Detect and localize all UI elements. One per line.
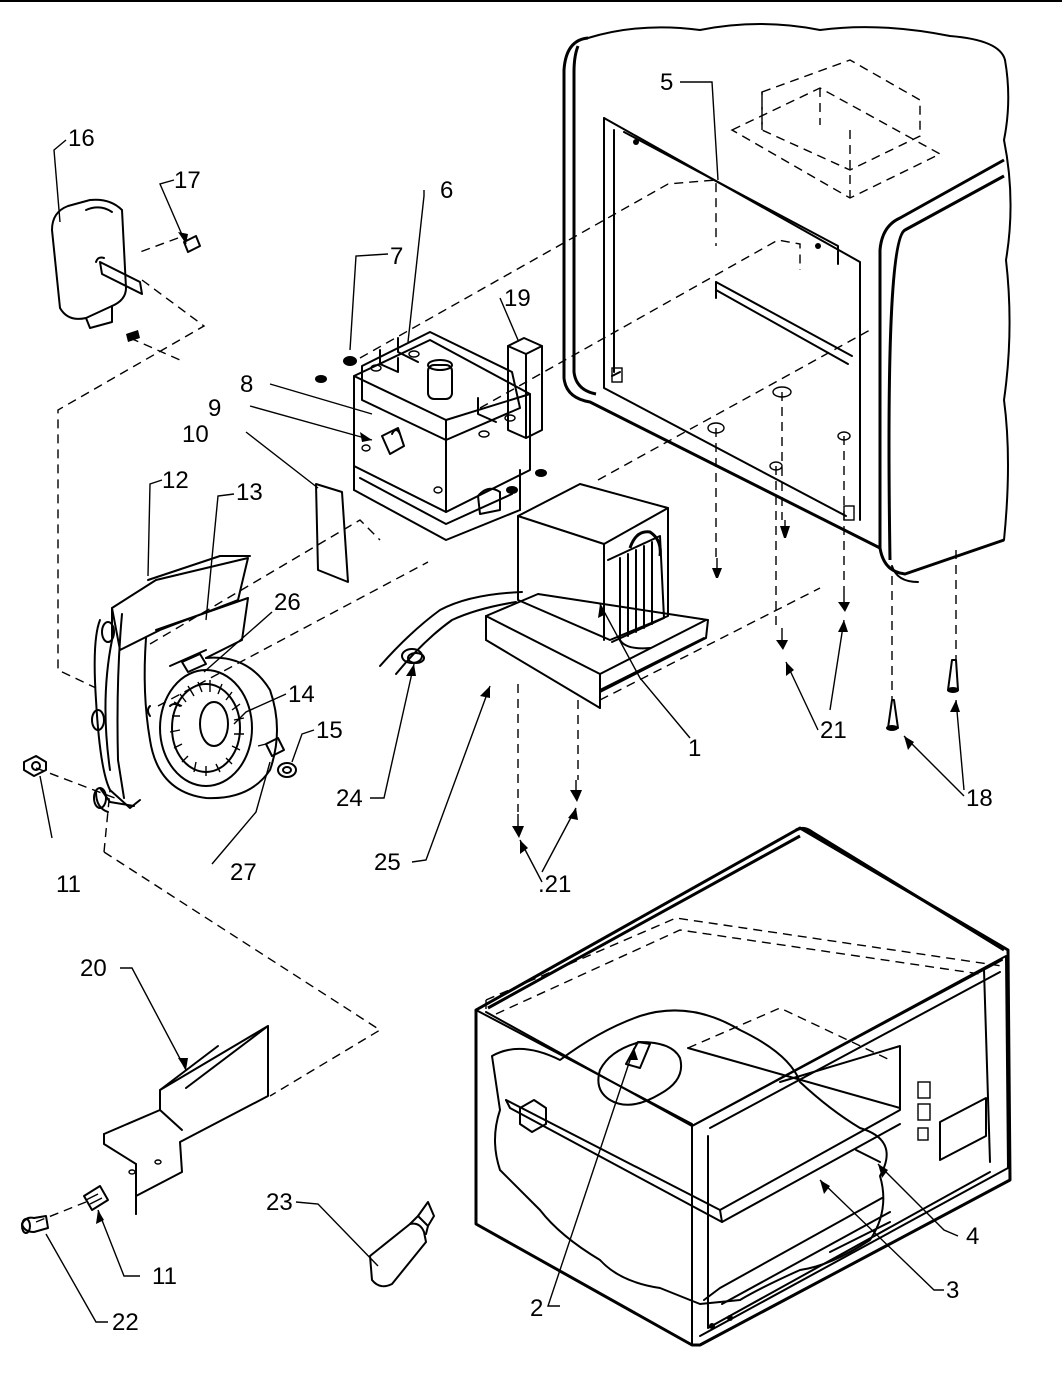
transformer-bracket [485, 593, 709, 709]
blower-fan-housing [91, 555, 278, 813]
callout-17: 17 [174, 167, 201, 194]
callout-labels: 1 2 3 4 5 6 7 8 9 10 11 11 12 13 14 15 1… [56, 69, 993, 1336]
callout-6: 6 [440, 177, 453, 204]
callout-11-air-guide: 11 [152, 1263, 177, 1290]
top-border-line [0, 0, 1062, 2]
insulation-sheet [315, 483, 349, 583]
callout-21-center: .21 [538, 871, 571, 898]
air-guide [103, 1025, 269, 1215]
fan-motor-screws [126, 235, 201, 342]
callout-9: 9 [208, 395, 221, 422]
callout-21-right: 21 [820, 717, 847, 744]
callout-8: 8 [240, 371, 253, 398]
callout-25: 25 [374, 849, 401, 876]
callout-10: 10 [182, 421, 209, 448]
callout-20: 20 [80, 955, 107, 982]
lower-oven-cabinet [474, 826, 1012, 1347]
fan-motor [51, 198, 143, 329]
magnetron [353, 331, 531, 541]
callout-24: 24 [336, 785, 363, 812]
cabinet-cavity [603, 117, 861, 521]
callout-23: 23 [266, 1189, 293, 1216]
magnetron-nuts [315, 356, 547, 494]
callout-18: 18 [966, 785, 993, 812]
callout-16: 16 [68, 125, 95, 152]
callout-1: 1 [688, 735, 701, 762]
air-guide-screw [21, 1185, 109, 1234]
oven-cavity-cutaway [485, 917, 1003, 1305]
callout-14: 14 [288, 681, 315, 708]
callout-4: 4 [966, 1223, 979, 1250]
thermal-cutout [507, 337, 543, 439]
leader-lines [39, 81, 965, 1323]
blower-small-parts [23, 737, 297, 778]
arrowheads [96, 232, 960, 1224]
callout-26: 26 [274, 589, 301, 616]
callout-2: 2 [530, 1295, 543, 1322]
wire-harness [379, 591, 523, 675]
high-voltage-transformer [517, 483, 669, 650]
callout-11-blower: 11 [56, 871, 81, 898]
screws [512, 520, 959, 838]
sealant-tube [369, 1201, 435, 1288]
callout-12: 12 [162, 467, 189, 494]
callout-13: 13 [236, 479, 263, 506]
callout-15: 15 [316, 717, 343, 744]
dashed-phantom-box [730, 59, 942, 199]
callout-5: 5 [660, 69, 673, 96]
callout-27: 27 [230, 859, 257, 886]
explosion-dash-lines [35, 179, 957, 1223]
callout-19: 19 [504, 285, 531, 312]
callout-7: 7 [390, 243, 403, 270]
outer-cabinet [562, 23, 1012, 583]
callout-22: 22 [112, 1309, 139, 1336]
callout-3: 3 [946, 1277, 959, 1304]
